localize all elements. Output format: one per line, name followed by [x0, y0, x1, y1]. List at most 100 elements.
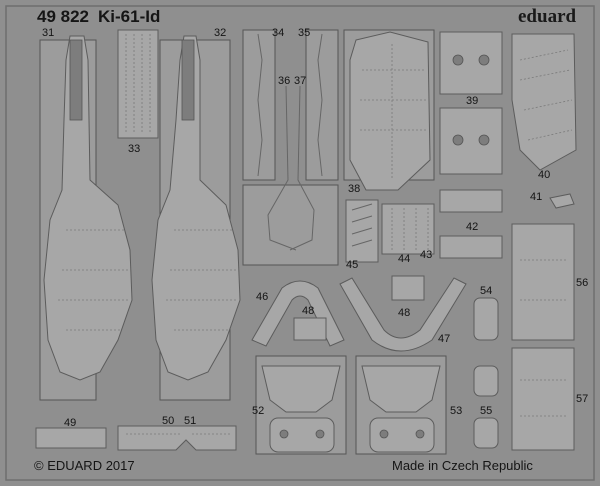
part-46: [251, 280, 345, 347]
part-31-rivets: [58, 229, 130, 331]
part-53-hole-2: [415, 429, 425, 439]
part-39-upper: [439, 31, 503, 95]
part-57: [511, 347, 575, 451]
label-part-49: 49: [64, 417, 76, 429]
part-53: [355, 355, 447, 455]
part-53-plate: [369, 417, 435, 453]
part-53-hole-1: [379, 429, 389, 439]
part-33-strips: [125, 34, 151, 134]
part-38: [343, 29, 435, 191]
part-32-rivets: [166, 229, 238, 331]
part-52-hole-1: [279, 429, 289, 439]
part-49: [35, 427, 107, 449]
part-54: [473, 297, 499, 341]
part-33: [117, 29, 159, 139]
label-part-31: 31: [42, 27, 54, 39]
label-part-36: 36: [278, 75, 290, 87]
part-53-bucket: [361, 365, 441, 413]
part-43-44-body: [381, 203, 435, 255]
label-part-39: 39: [466, 95, 478, 107]
part-39-hole-1: [452, 54, 464, 66]
part-49-body: [35, 427, 107, 449]
part-36-37-frame: [242, 184, 339, 266]
copyright-text: © EDUARD 2017: [34, 458, 135, 473]
part-40-body: [511, 33, 577, 171]
part-39-lower: [439, 107, 503, 175]
part-35-strip: [317, 33, 323, 177]
part-36-37: [242, 85, 339, 266]
kit-title: Ki-61-Id: [98, 7, 160, 26]
part-45-hooks: [351, 203, 373, 247]
part-43-44-strips: [391, 208, 429, 250]
part-34-strip: [257, 33, 263, 177]
part-32-slot: [181, 39, 195, 121]
part-52: [255, 355, 347, 455]
part-39-hole-2: [478, 54, 490, 66]
label-part-42: 42: [466, 221, 478, 233]
part-40-ribs: [519, 49, 573, 141]
label-part-55: 55: [480, 405, 492, 417]
label-part-44: 44: [398, 253, 410, 265]
part-55-b: [473, 417, 499, 449]
part-56: [511, 223, 575, 341]
origin-text: Made in Czech Republic: [392, 458, 533, 473]
part-47: [339, 277, 467, 352]
part-39-hole-4: [478, 134, 490, 146]
part-43-44: [381, 203, 435, 255]
label-part-47: 47: [438, 333, 450, 345]
label-part-50: 50: [162, 415, 174, 427]
label-part-38: 38: [348, 183, 360, 195]
part-31: [39, 35, 133, 401]
label-part-33: 33: [128, 143, 140, 155]
part-38-rivets: [360, 44, 426, 178]
part-52-hole-2: [315, 429, 325, 439]
label-part-41: 41: [530, 191, 542, 203]
part-39-hole-3: [452, 134, 464, 146]
part-45: [345, 199, 379, 263]
label-part-48-a: 48: [302, 305, 314, 317]
part-52-plate: [269, 417, 335, 453]
part-32-body: [151, 35, 241, 381]
brand-logo: eduard: [518, 6, 577, 27]
label-part-37: 37: [294, 75, 306, 87]
label-part-51: 51: [184, 415, 196, 427]
part-31-body: [43, 35, 133, 381]
part-56-body: [511, 223, 575, 341]
part-38-body: [349, 31, 431, 191]
part-42-lower: [439, 235, 503, 259]
part-40: [511, 33, 577, 171]
part-32: [151, 35, 241, 401]
part-50-51-body: [117, 425, 237, 451]
part-39: [439, 31, 503, 175]
set-number: 49 822: [37, 7, 89, 26]
part-50-51: [117, 425, 237, 451]
part-46-rail: [251, 280, 345, 347]
part-31-slot: [69, 39, 83, 121]
part-35: [305, 29, 339, 181]
part-47-rail: [339, 277, 467, 352]
part-42-upper: [439, 189, 503, 213]
label-part-40: 40: [538, 169, 550, 181]
part-41: [549, 193, 575, 209]
sheet-frame: [5, 5, 595, 481]
label-part-53: 53: [450, 405, 462, 417]
part-42: [439, 189, 503, 259]
part-33-body: [117, 29, 159, 139]
label-part-34: 34: [272, 27, 284, 39]
part-52-bucket: [261, 365, 341, 413]
part-57-body: [511, 347, 575, 451]
label-part-48-b: 48: [398, 307, 410, 319]
part-36-37-wires: [267, 85, 315, 251]
label-part-57: 57: [576, 393, 588, 405]
part-48-a: [293, 317, 327, 341]
label-part-35: 35: [298, 27, 310, 39]
label-part-46: 46: [256, 291, 268, 303]
label-part-54: 54: [480, 285, 492, 297]
label-part-52: 52: [252, 405, 264, 417]
label-part-32: 32: [214, 27, 226, 39]
label-part-56: 56: [576, 277, 588, 289]
part-55-a: [473, 365, 499, 397]
label-part-45: 45: [346, 259, 358, 271]
part-48-b: [391, 275, 425, 301]
